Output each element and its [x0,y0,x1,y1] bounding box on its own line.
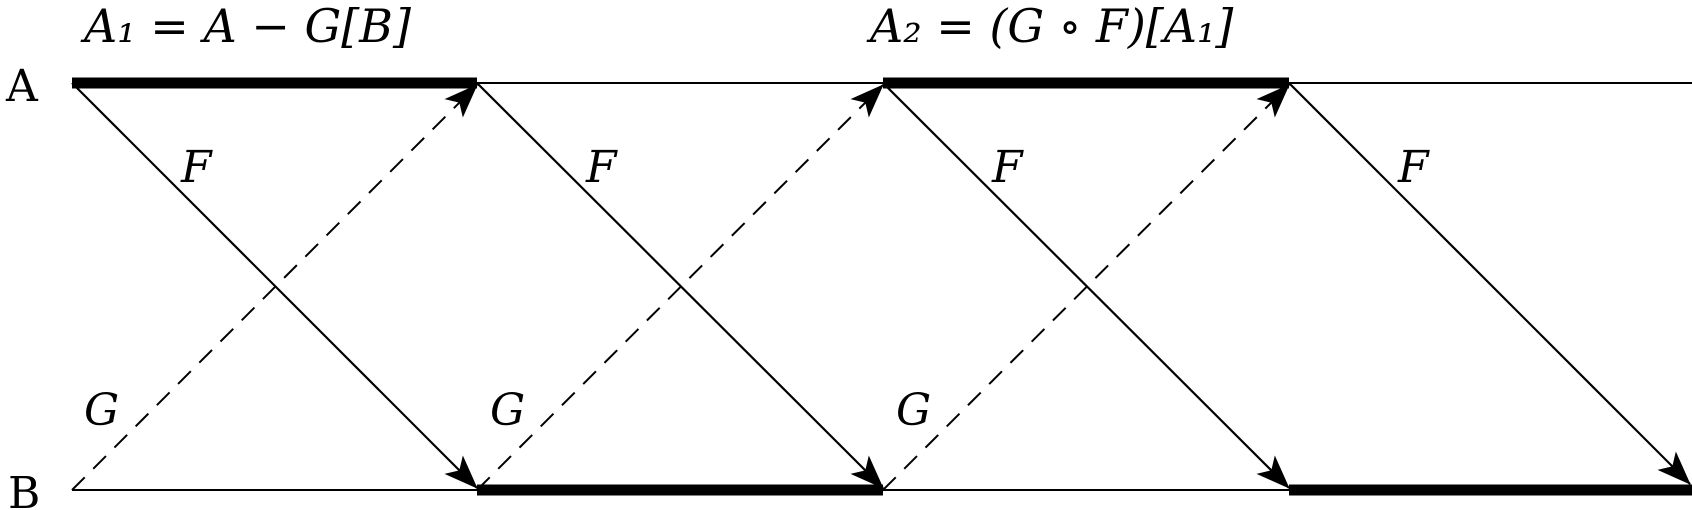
g-arrow-1 [71,84,478,491]
f-label-4: F [1397,142,1430,193]
g-label-1: G [84,385,119,436]
set-a-label: A [5,61,39,112]
f-arrow-1 [71,82,478,489]
a1-equation: A₁ = A − G[B] [80,0,411,53]
g-label-3: G [896,385,931,436]
f-label-1: F [180,142,213,193]
f-label-2: F [585,142,618,193]
f-label-3: F [991,142,1024,193]
g-arrow-3 [882,84,1290,491]
f-arrow-3 [882,82,1290,489]
g-label-2: G [490,385,525,436]
g-arrow-2 [476,84,884,491]
a2-equation: A₂ = (G ∘ F)[A₁] [866,0,1233,53]
f-arrow-4 [1288,82,1691,485]
set-b-label: B [8,468,40,510]
f-arrow-2 [476,82,884,489]
